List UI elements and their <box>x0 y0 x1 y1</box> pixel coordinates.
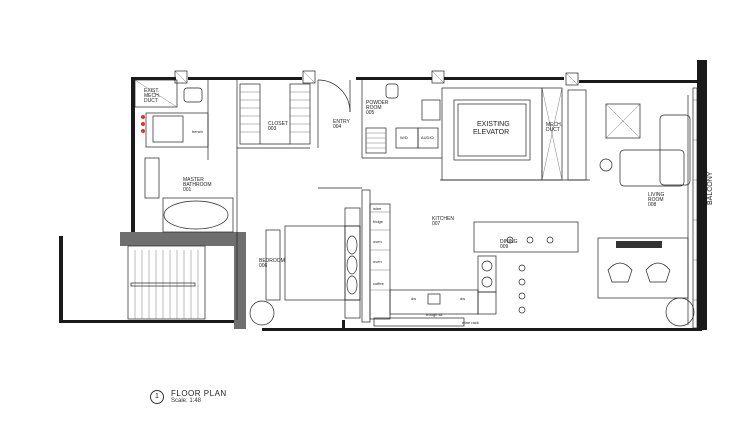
kitchen-label-1: KITCHEN <box>432 216 454 222</box>
entry-powder-area <box>317 79 442 159</box>
powder-label-2: ROOM <box>366 105 382 111</box>
master-bath-label-2: BATHROOM <box>183 182 212 188</box>
entry-label-2: 004 <box>333 124 342 130</box>
closet-label-2: 003 <box>268 126 277 132</box>
oven-label-2: oven <box>373 259 382 264</box>
master-bath-label-3: 001 <box>183 187 192 193</box>
trough-label: trough sk <box>426 312 442 317</box>
bedroom-area <box>236 225 361 326</box>
powder-label-1: POWDER <box>366 100 389 106</box>
living-label-3: 008 <box>648 202 657 208</box>
fridge-label: fridge <box>373 219 384 224</box>
mech-duct2-label-1: MECH. <box>546 122 562 128</box>
closet-area <box>237 80 319 149</box>
stair-block <box>120 232 246 329</box>
mech-duct-label-3: DUCT <box>144 98 158 104</box>
exterior-walls <box>59 60 707 331</box>
living-label-2: ROOM <box>648 197 664 203</box>
balcony-label: BALCONY <box>707 171 714 205</box>
structural-columns <box>174 70 579 86</box>
wd-label: W/D <box>400 135 408 140</box>
drawing-title: FLOOR PLAN <box>171 389 227 398</box>
bench-label: bench <box>192 129 203 134</box>
dw-label-1: dw <box>411 296 416 301</box>
entry-label-1: ENTRY <box>333 119 351 125</box>
kitchen-cabinets <box>318 187 579 327</box>
elevator-label-1: EXISTING <box>477 121 510 128</box>
mech-duct-label-1: EXIST. <box>144 88 159 94</box>
elevator-label-2: ELEVATOR <box>473 129 509 136</box>
kitchen-label-2: 007 <box>432 221 441 227</box>
balcony-area <box>692 87 698 329</box>
powder-label-3: 005 <box>366 110 375 116</box>
master-bath-label-1: MASTER <box>183 177 204 183</box>
living-room-area <box>597 95 695 327</box>
mech-duct-label-2: MECH. <box>144 93 160 99</box>
coffee-label: coffee <box>373 281 385 286</box>
bedroom-label-1: BEDROOM <box>259 258 285 264</box>
bedroom-label-2: 006 <box>259 263 268 269</box>
dining-label-2: 009 <box>500 244 509 250</box>
dw-label-2: dw <box>460 296 465 301</box>
dining-label-1: DINING <box>500 239 518 245</box>
master-bathroom-area <box>134 79 238 233</box>
living-label-1: LIVING <box>648 192 665 198</box>
wine-rack-label: wine rack <box>462 320 479 325</box>
wine-label: wine <box>373 206 382 211</box>
drawing-scale: Scale: 1:48 <box>171 398 202 404</box>
oven-label-1: oven <box>373 239 382 244</box>
mech-duct2-label-2: DUCT <box>546 127 560 133</box>
elevator-area <box>440 87 590 181</box>
closet-label-1: CLOSET <box>268 121 288 127</box>
drawing-number: 1 <box>150 390 164 404</box>
audio-label: AUDIO <box>421 135 434 140</box>
